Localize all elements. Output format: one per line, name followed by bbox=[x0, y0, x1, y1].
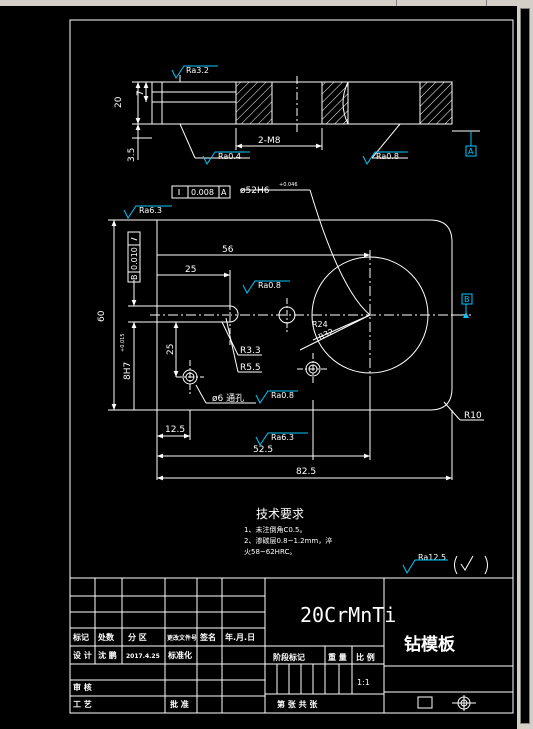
scrollbar-thumb[interactable] bbox=[520, 8, 530, 724]
dim-thread-2m8: 2-M8 bbox=[258, 136, 281, 146]
dim-r10: R10 bbox=[464, 411, 482, 421]
roughness-main: Ra6.3 bbox=[139, 206, 162, 215]
datum-b-box bbox=[461, 293, 473, 305]
roughness-right: Ra0.8 bbox=[376, 152, 399, 161]
part-name: 钻模板 bbox=[404, 634, 456, 655]
header-fenqu: 分 区 bbox=[128, 632, 147, 642]
design-date: 2017.4.25 bbox=[126, 653, 160, 660]
roughness-general: Ra12.5 bbox=[418, 553, 446, 562]
dim-vert-25: 25 bbox=[166, 344, 176, 355]
review-label: 审 核 bbox=[73, 682, 92, 692]
roughness-top: Ra3.2 bbox=[186, 66, 209, 75]
roughness-hole: Ra0.8 bbox=[271, 391, 294, 400]
header-wenjian: 更改文件号 bbox=[167, 634, 197, 642]
dim-slot-8h7: 8H7 bbox=[123, 362, 133, 380]
roughness-symbol bbox=[402, 559, 448, 575]
dim-height-3-5: 3.5 bbox=[127, 148, 137, 162]
dim-len-56: 56 bbox=[222, 245, 234, 255]
roughness-left: Ra0.4 bbox=[218, 152, 241, 161]
stage-label: 阶段标记 bbox=[273, 652, 305, 662]
dim-len-52-5: 52.5 bbox=[253, 445, 273, 455]
process-label: 工 艺 bbox=[73, 699, 92, 709]
dim-r3-3: R3.3 bbox=[240, 346, 261, 356]
check-mark bbox=[460, 555, 474, 571]
header-chushu: 处数 bbox=[97, 632, 115, 642]
material-name: 20CrMnTi bbox=[300, 603, 396, 627]
datum-a-label: A bbox=[468, 147, 474, 156]
dim-height-60: 60 bbox=[97, 310, 107, 322]
designer-name: 沈 鹏 bbox=[98, 650, 117, 660]
window-top-bar bbox=[0, 0, 533, 6]
sheet-label: 第 张 共 张 bbox=[277, 699, 318, 709]
scale-value: 1:1 bbox=[357, 678, 370, 687]
tech-line-2: 2、渗碳层0.8~1.2mm，淬 bbox=[244, 536, 332, 545]
parallel-datum: B bbox=[130, 275, 139, 281]
dim-r5-5: R5.5 bbox=[240, 363, 261, 373]
title-block bbox=[69, 577, 514, 714]
dim-len-82-5: 82.5 bbox=[296, 467, 316, 477]
parallel-value: 0.010 bbox=[130, 247, 139, 270]
flatness-frame bbox=[171, 185, 231, 199]
datum-a-box bbox=[465, 145, 477, 157]
dim-len-25: 25 bbox=[185, 265, 196, 275]
flatness-datum: A bbox=[221, 188, 227, 197]
dim-height-20: 20 bbox=[114, 96, 124, 108]
dim-bore-phi52: ø52H6 bbox=[240, 186, 270, 196]
tech-line-1: 1、未注倒角C0.5。 bbox=[244, 525, 306, 534]
dim-height-7: 7 bbox=[136, 90, 146, 96]
dim-len-12-5: 12.5 bbox=[165, 425, 185, 435]
roughness-bottom: Ra6.3 bbox=[271, 433, 294, 442]
paren-left bbox=[454, 555, 458, 575]
roughness-symbol bbox=[255, 432, 308, 446]
drawing-canvas: 20 7 3.5 2-M8 Ra3.2 Ra0.4 Ra0.8 A bbox=[69, 19, 514, 714]
dim-hole-phi6: ø6 通孔 bbox=[212, 393, 244, 404]
roughness-symbol bbox=[362, 151, 408, 165]
paren-right bbox=[484, 555, 488, 575]
roughness-symbol bbox=[171, 65, 218, 79]
header-date: 年.月.日 bbox=[225, 632, 255, 642]
approve-label: 批 准 bbox=[170, 699, 189, 709]
dim-bore-tolerance: +0.046 bbox=[279, 182, 298, 188]
roughness-slot: Ra0.8 bbox=[258, 281, 281, 290]
standard-label: 标准化 bbox=[167, 650, 192, 660]
flatness-value: 0.008 bbox=[191, 188, 214, 197]
designer-label: 设 计 bbox=[73, 650, 92, 660]
header-qianming: 签名 bbox=[199, 632, 216, 642]
roughness-symbol bbox=[123, 205, 172, 219]
roughness-symbol bbox=[202, 151, 250, 165]
tab-divider bbox=[486, 0, 487, 6]
header-biaoji: 标记 bbox=[72, 632, 89, 642]
datum-b-label: B bbox=[464, 295, 470, 304]
plan-view bbox=[108, 189, 484, 481]
dim-slot-tolerance: +0.015 bbox=[120, 333, 126, 352]
parallel-frame bbox=[127, 231, 141, 283]
dim-r32: R32 bbox=[317, 327, 335, 342]
section-view bbox=[132, 75, 480, 160]
roughness-symbol bbox=[242, 280, 290, 294]
weight-label: 重 量 bbox=[328, 652, 347, 662]
tech-title: 技术要求 bbox=[256, 507, 304, 521]
tech-line-3: 火58~62HRC。 bbox=[244, 548, 296, 556]
tab-divider bbox=[396, 0, 397, 6]
projection-box bbox=[417, 696, 433, 709]
scale-label: 比 例 bbox=[356, 652, 375, 662]
roughness-symbol bbox=[255, 390, 298, 404]
dim-r24: R24 bbox=[312, 320, 328, 329]
